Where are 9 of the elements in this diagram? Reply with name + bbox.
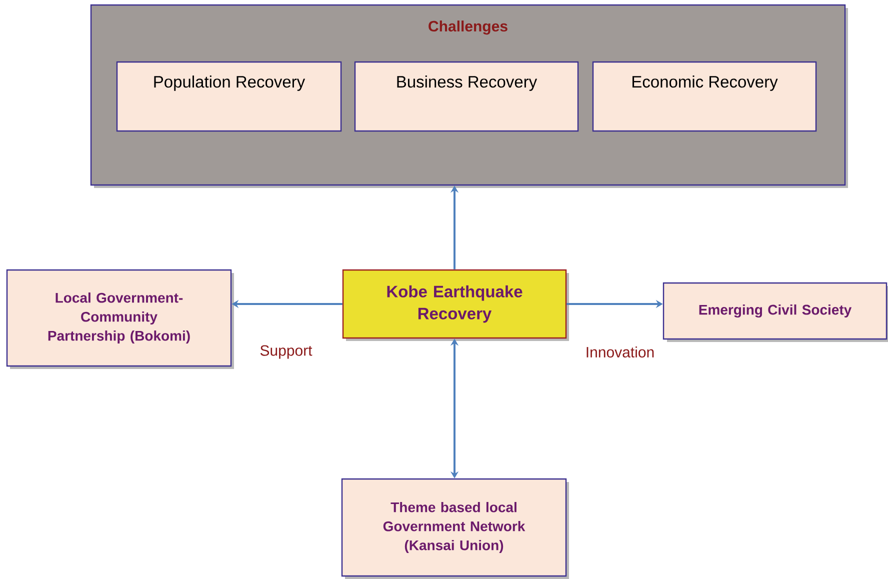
- actor-box: Emerging Civil Society: [662, 282, 888, 342]
- challenge-box: Business Recovery: [354, 61, 579, 132]
- actor-box: Local Government- Community Partnership (Bokomi): [6, 269, 234, 369]
- challenge-box: Population Recovery: [116, 61, 342, 132]
- edge-label: Support: [258, 344, 314, 360]
- actor-box: Theme based local Government Network (Kansai Union): [341, 478, 569, 579]
- central-box: Kobe Earthquake Recovery: [342, 269, 569, 341]
- edge-label: Innovation: [584, 346, 656, 359]
- challenge-box: Economic Recovery: [592, 61, 817, 132]
